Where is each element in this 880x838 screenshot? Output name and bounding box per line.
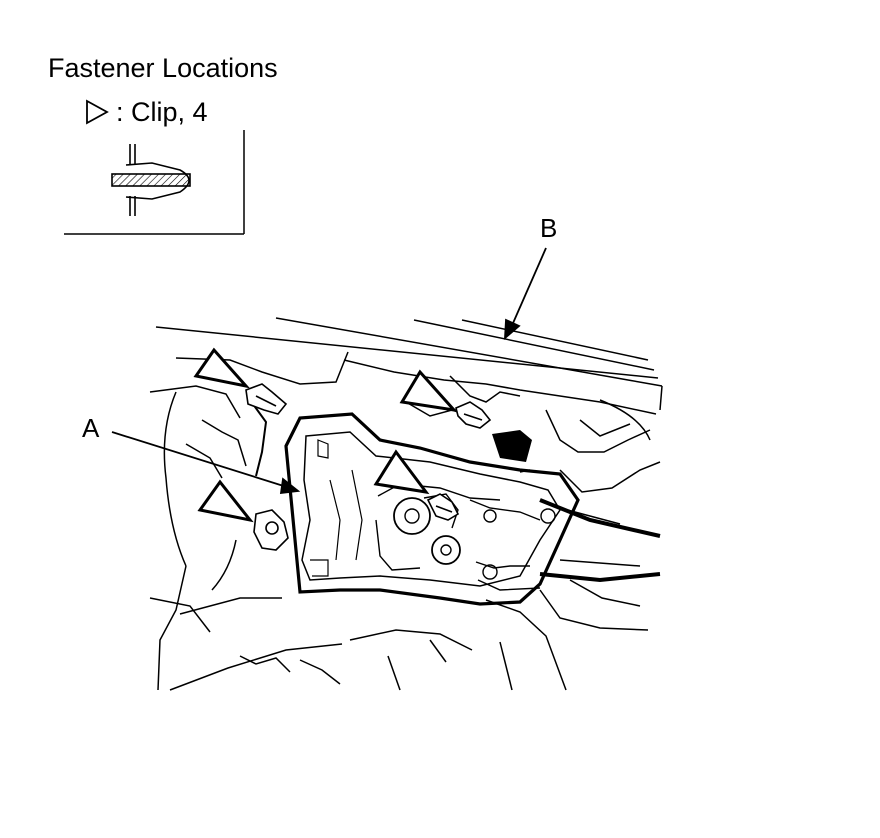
clip-upper-left: [245, 383, 288, 415]
retaining-tab-black: [492, 430, 532, 462]
clip-lower-left: [253, 509, 289, 551]
clip-center: [426, 493, 460, 521]
page-title: Fastener Locations: [48, 53, 278, 83]
callout-b-arrowhead: [503, 318, 521, 341]
clip-marker-triangle-2: [399, 369, 458, 413]
clip-marker-triangle-3: [373, 449, 430, 495]
legend: : Clip, 4: [84, 96, 208, 128]
callout-a-arrowhead: [279, 477, 301, 495]
clip-detail-icon: [111, 144, 191, 216]
clip-upper-center: [455, 401, 492, 429]
triangle-outline-icon: [86, 99, 109, 125]
tab-arrow-line: [519, 469, 531, 473]
clip-location-markers: [193, 347, 458, 523]
clip-detail-inset: [64, 130, 245, 235]
body-panel-lines: [149, 317, 663, 691]
clip-marker-triangle-4: [197, 479, 254, 523]
clip-marker-triangle-1: [193, 347, 251, 389]
shift-cables: [249, 399, 661, 583]
callout-b-leader: [509, 247, 547, 331]
legend-text: : Clip, 4: [116, 97, 208, 127]
callout-b-label: B: [540, 213, 558, 243]
clips: [245, 383, 492, 551]
callout-leaders: [111, 247, 547, 495]
callout-a-leader: [111, 431, 291, 489]
callout-a-label: A: [82, 413, 100, 443]
